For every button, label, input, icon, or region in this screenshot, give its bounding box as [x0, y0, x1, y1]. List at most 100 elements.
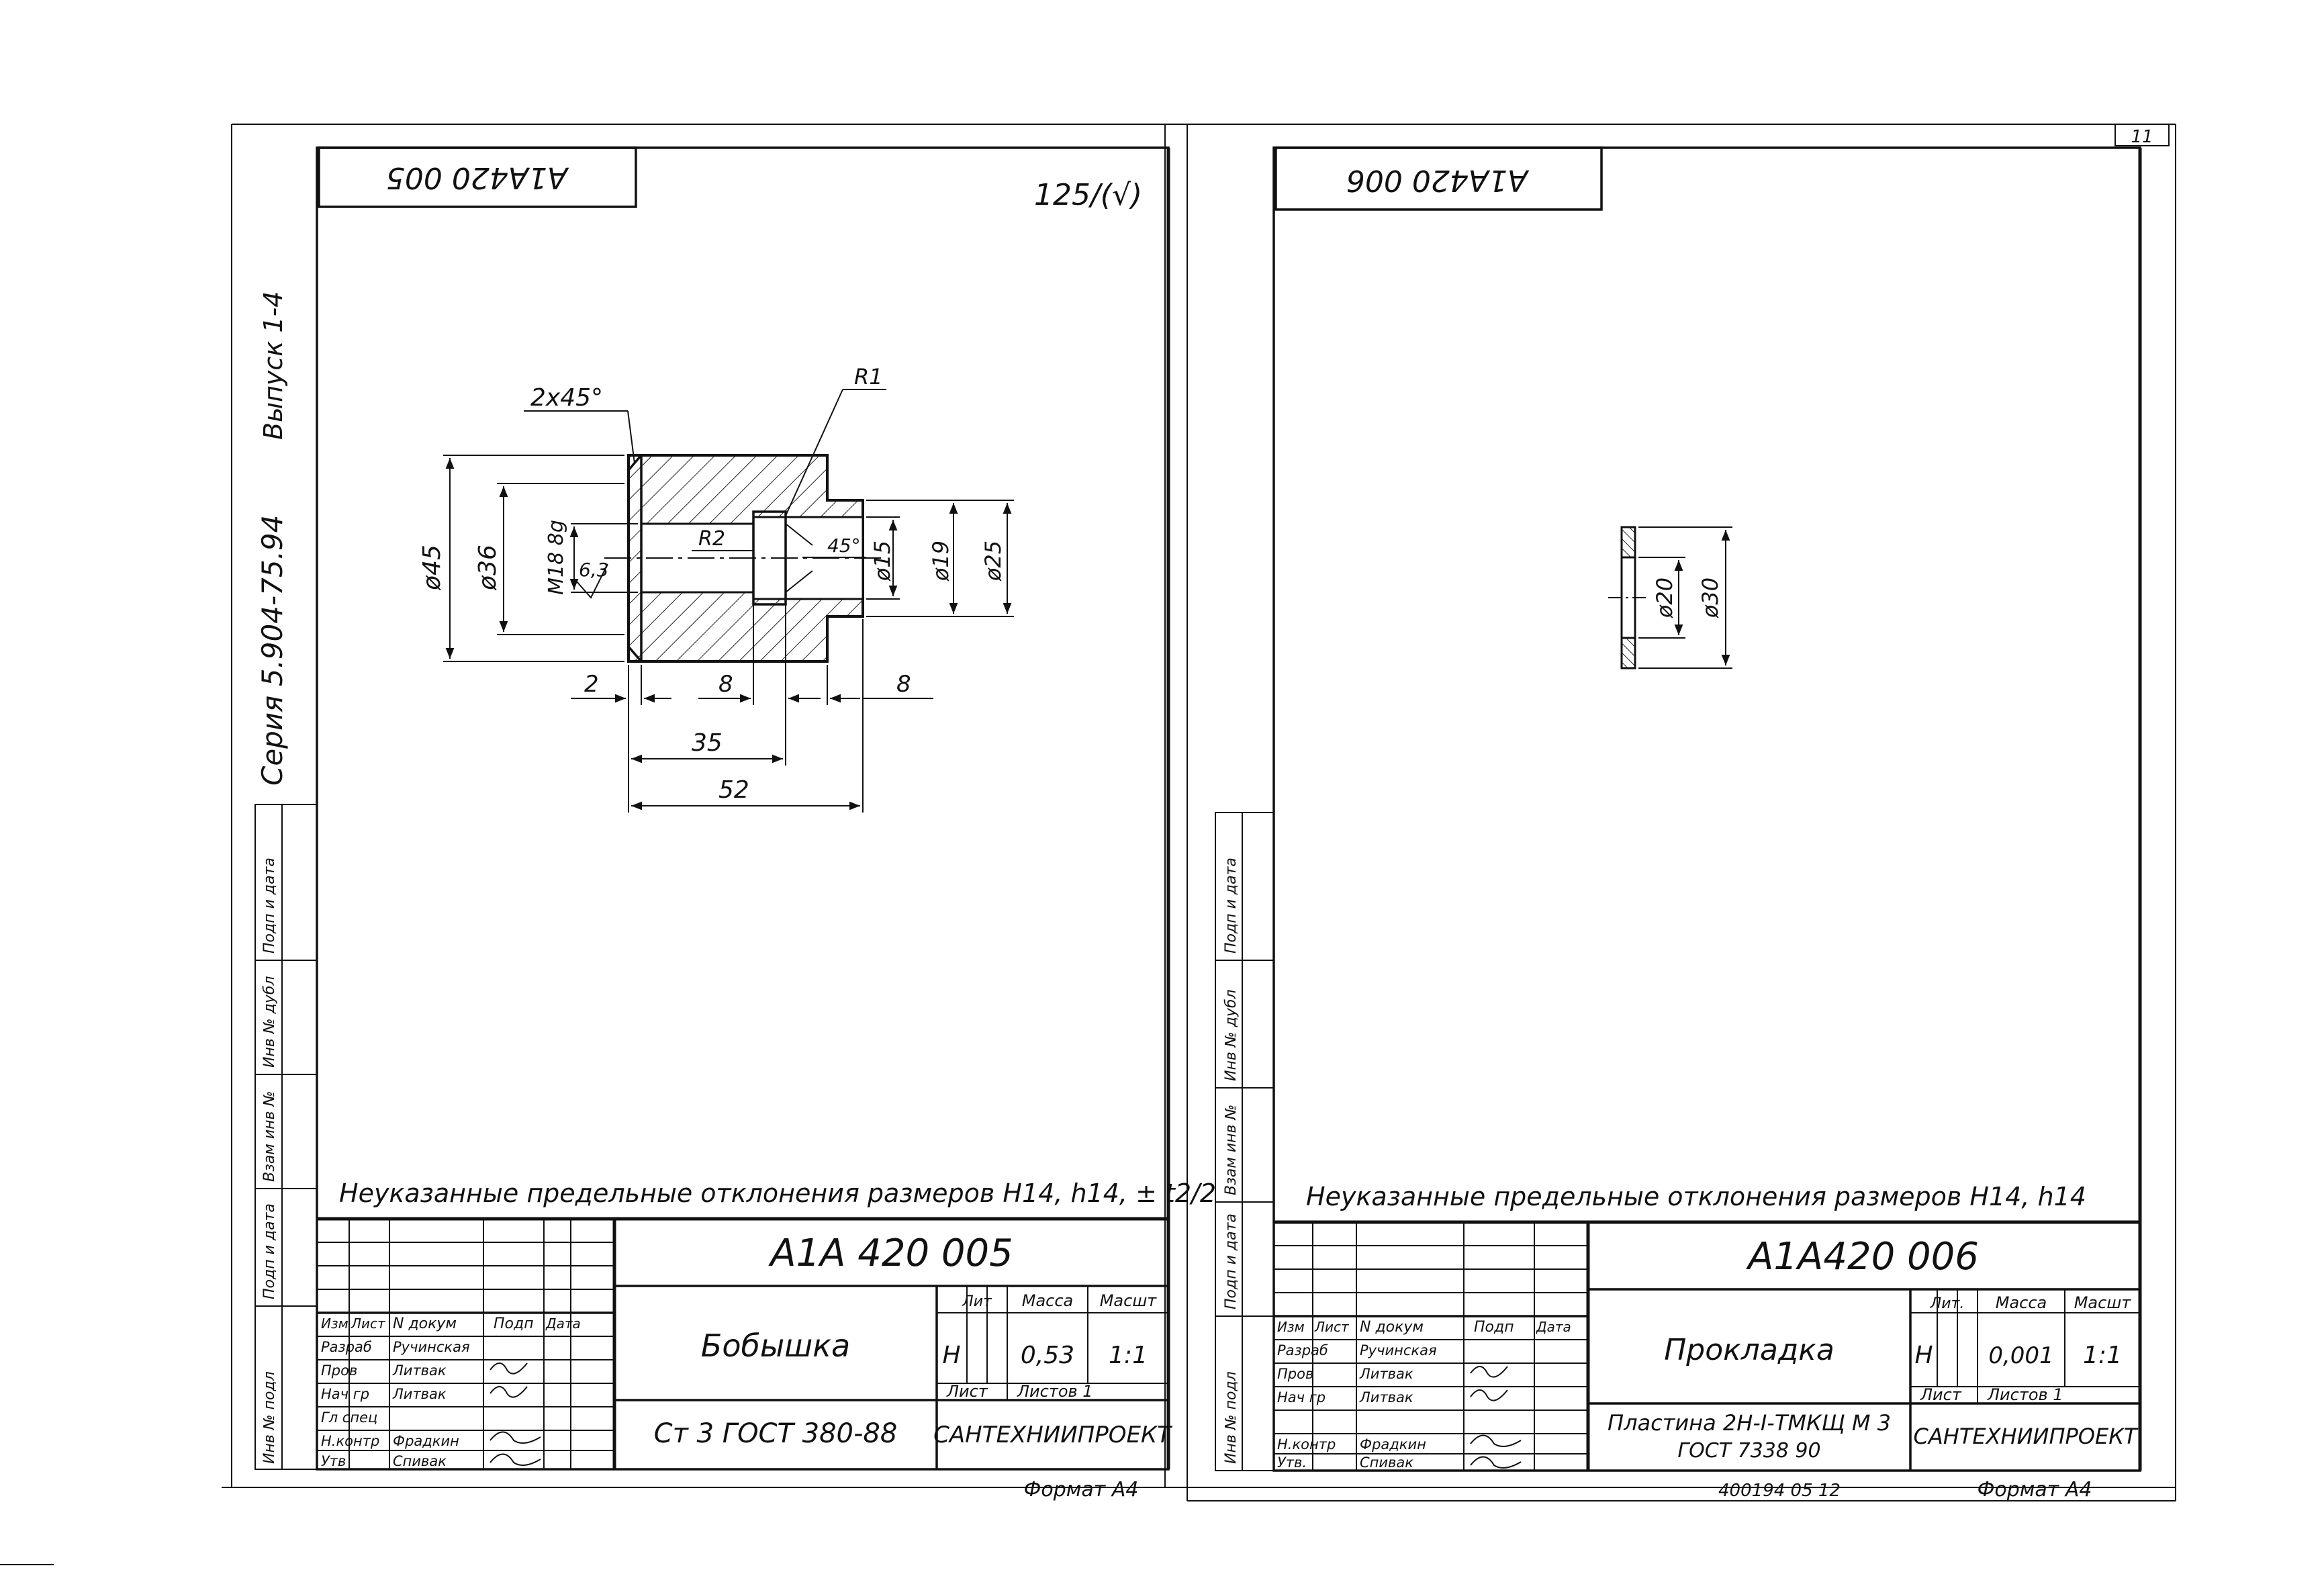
left-mass: 0,53: [1021, 1342, 1074, 1369]
left-code-rotated: А1А420 005: [386, 160, 569, 195]
left-signature-1: [490, 1362, 528, 1375]
dim-rough63: 6,3: [579, 559, 609, 581]
right-hdr-data: Дата: [1536, 1319, 1571, 1335]
left-hdr-ndoc: N докум: [393, 1315, 457, 1332]
right-mass: 0,001: [1988, 1342, 2053, 1369]
left-role-4: Гл спец: [321, 1409, 377, 1426]
issue-text: Выпуск 1-4: [259, 291, 288, 440]
dim-r1: R1: [854, 364, 883, 389]
left-name-5: Фрадкин: [393, 1433, 459, 1449]
right-role-3: Нач гр: [1277, 1389, 1326, 1405]
left-roughness-symbol: 125/(√): [1034, 178, 1142, 212]
right-stamp-label-1: Подп и дата: [1223, 858, 1240, 954]
left-role-2: Пров: [321, 1362, 357, 1379]
right-name-2: Литвак: [1359, 1366, 1413, 1382]
left-signature-2: [490, 1386, 528, 1398]
dim-d30: ø30: [1698, 577, 1723, 618]
left-sheet: А1А420 005 125/(√) Подп и дата Инв № дуб…: [254, 146, 1216, 1501]
right-hdr-lit: Лит.: [1930, 1295, 1965, 1312]
dim-d20: ø20: [1652, 577, 1677, 618]
dim-d45: ø45: [418, 545, 446, 591]
dim-l8b: 8: [896, 671, 911, 698]
left-hdr-podp: Подп: [494, 1315, 534, 1332]
boss-part-drawing: ø45 ø36 М18 8g 6,3 ø15 ø19 ø25: [418, 364, 1014, 813]
dim-r2: R2: [698, 527, 725, 551]
right-sheet-label: Лист: [1920, 1385, 1962, 1404]
dim-chamfer: 2х45°: [530, 384, 603, 412]
right-org: САНТЕХНИИПРОЕКТ: [1914, 1424, 2139, 1449]
right-litera: Н: [1914, 1342, 1933, 1369]
dim-angle: 45°: [827, 535, 861, 557]
right-name-5: Спивак: [1360, 1454, 1413, 1471]
left-signature-4: [490, 1453, 541, 1466]
left-sheets-label: Листов 1: [1017, 1382, 1093, 1401]
left-hdr-scale: Масшт: [1100, 1291, 1158, 1310]
left-role-5: Н.контр: [321, 1433, 379, 1449]
right-material-l2: ГОСТ 7338 90: [1677, 1439, 1820, 1463]
right-hdr-scale: Масшт: [2074, 1293, 2132, 1312]
left-name-3: Литвак: [392, 1386, 447, 1402]
left-litera: Н: [942, 1342, 960, 1369]
left-hdr-mass: Масса: [1022, 1291, 1074, 1310]
left-format: Формат А4: [1024, 1478, 1139, 1501]
right-name-3: Литвак: [1359, 1389, 1413, 1405]
left-signature-3: [490, 1431, 541, 1444]
series-text: Серия 5.904-75.94: [256, 515, 289, 786]
dim-l8a: 8: [718, 671, 733, 698]
right-hdr-izm: Изм: [1277, 1319, 1305, 1335]
right-name-4: Фрадкин: [1360, 1436, 1426, 1452]
left-role-3: Нач гр: [321, 1386, 369, 1402]
left-org: САНТЕХНИИПРОЕКТ: [933, 1422, 1172, 1448]
dim-d25: ø25: [980, 541, 1006, 582]
left-scale: 1:1: [1109, 1342, 1148, 1369]
right-role-1: Разраб: [1277, 1342, 1328, 1358]
left-part-name: Бобышка: [701, 1328, 850, 1364]
right-role-5: Утв.: [1277, 1454, 1307, 1471]
dim-d15: ø15: [870, 541, 895, 582]
left-stamp-label-3: Взам инв №: [261, 1091, 278, 1182]
right-signature-3: [1470, 1434, 1522, 1447]
dim-l2: 2: [584, 671, 599, 698]
right-hdr-mass: Масса: [1996, 1293, 2047, 1312]
outer-frame: 11: [222, 124, 2176, 1501]
left-stamp-label-5: Инв № подл: [261, 1371, 278, 1464]
left-material: Ст 3 ГОСТ 380-88: [654, 1418, 898, 1449]
right-sheets-label: Листов 1: [1987, 1385, 2063, 1404]
right-scale: 1:1: [2083, 1342, 2122, 1369]
left-stamp-label-1: Подп и дата: [261, 858, 278, 954]
left-stamp-label-4: Подп и дата: [261, 1203, 278, 1299]
left-doc-code: А1А 420 005: [768, 1232, 1013, 1275]
left-hdr-data: Дата: [545, 1315, 581, 1332]
dim-l52: 52: [718, 776, 749, 804]
right-title-block: Изм Лист N докум Подп Дата Разраб Пров Н…: [1274, 1220, 2140, 1501]
right-name-1: Ручинская: [1360, 1342, 1437, 1358]
left-sheet-label: Лист: [946, 1382, 988, 1401]
left-name-2: Литвак: [392, 1362, 447, 1379]
right-role-2: Пров: [1277, 1366, 1313, 1382]
left-hdr-list: Лист: [351, 1315, 386, 1332]
left-hdr-lit: Лит: [962, 1293, 992, 1310]
right-format: Формат А4: [1978, 1478, 2092, 1501]
left-name-1: Ручинская: [393, 1339, 470, 1355]
right-signature-2: [1470, 1389, 1508, 1401]
right-signature-4: [1470, 1456, 1522, 1469]
right-stamp-label-2: Инв № дубл: [1223, 989, 1240, 1081]
dim-d36: ø36: [474, 545, 502, 591]
right-stamp-label-3: Взам инв №: [1223, 1105, 1240, 1195]
left-title-block: Изм Лист N докум Подп Дата Разраб Пров Н…: [317, 1217, 1172, 1501]
left-name-6: Спивак: [393, 1453, 447, 1469]
left-note: Неуказанные предельные отклонения размер…: [339, 1178, 1216, 1208]
right-hdr-podp: Подп: [1474, 1319, 1514, 1336]
gasket-part-drawing: ø20 ø30: [1608, 526, 1732, 669]
left-stamp-label-2: Инв № дубл: [261, 976, 278, 1068]
right-stamp-label-4: Подп и дата: [1223, 1213, 1240, 1309]
dim-thread: М18 8g: [545, 520, 568, 595]
right-code-rotated: А1А420 006: [1346, 163, 1530, 197]
right-hdr-list: Лист: [1314, 1319, 1350, 1335]
bottom-stamp: 400194 05 12: [1718, 1481, 1841, 1501]
right-signature-1: [1470, 1366, 1508, 1378]
right-role-4: Н.контр: [1277, 1436, 1336, 1452]
left-hdr-izm: Изм: [321, 1315, 348, 1332]
